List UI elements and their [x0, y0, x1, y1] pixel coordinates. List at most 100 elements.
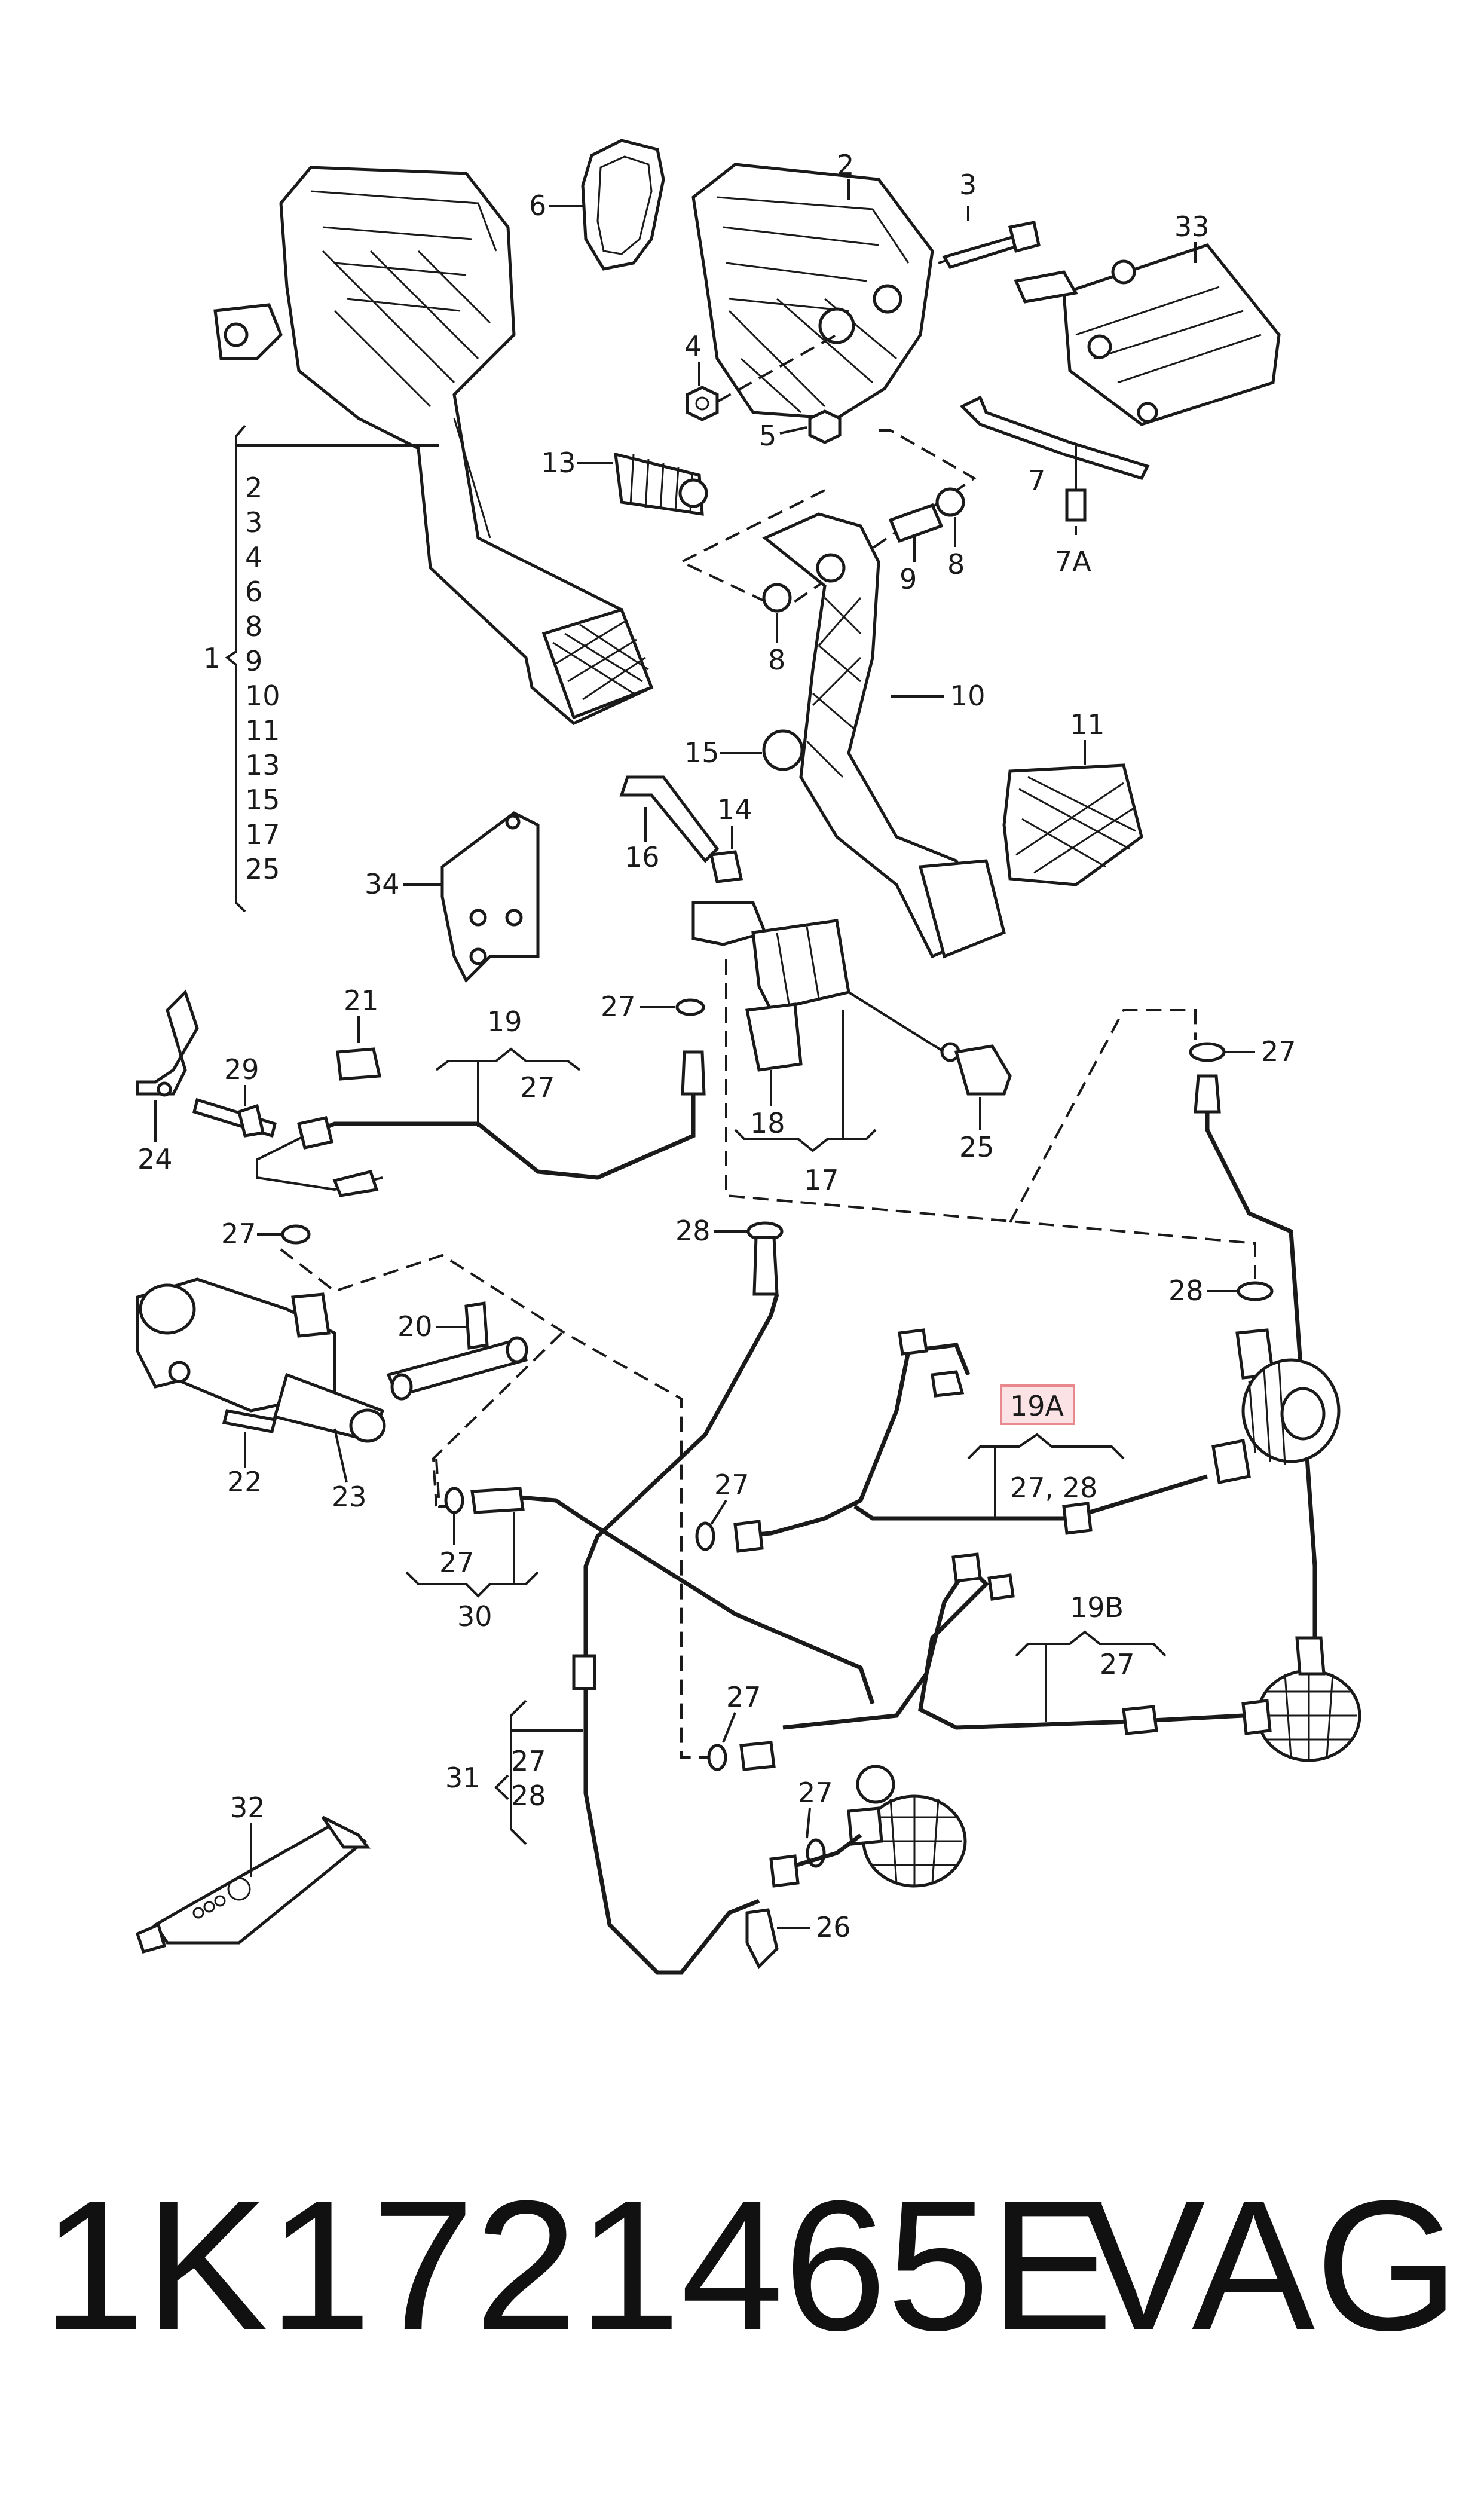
label-26: 26 [816, 1911, 851, 1943]
pedal-pad-11 [1002, 763, 1143, 886]
group-1-item: 17 [245, 818, 280, 851]
label-11: 11 [1070, 708, 1105, 741]
label-8-upper: 8 [947, 548, 965, 580]
bracket-33 [1014, 243, 1281, 426]
nut-4 [686, 386, 719, 421]
bushing-8-upper [935, 487, 965, 517]
bolt-22 [222, 1409, 277, 1433]
label-27-g: 27 [798, 1777, 833, 1809]
label-16: 16 [625, 841, 660, 873]
sensor-18 [745, 1002, 803, 1072]
label-31: 31 [445, 1762, 481, 1794]
label-7: 7 [1028, 464, 1045, 497]
clutch-pedal-assembly [213, 166, 654, 725]
clip-21 [336, 1047, 382, 1081]
group-1-item: 2 [245, 472, 262, 504]
part-number: 1K1721465E [42, 2162, 1113, 2369]
label-27-b: 27 [221, 1218, 256, 1250]
footer: 1K1721465E VAG [0, 2140, 1484, 2391]
nut-5 [808, 409, 842, 444]
seal-27-c [1189, 1042, 1226, 1062]
label-27-f: 27 [726, 1681, 761, 1713]
label-15: 15 [684, 736, 720, 769]
label-10: 10 [950, 680, 986, 712]
group-1-item: 25 [245, 853, 280, 885]
group-1-item: 13 [245, 749, 280, 781]
bushing-9 [888, 503, 944, 543]
bolt-7a [1065, 488, 1087, 522]
label-28-a: 28 [675, 1215, 711, 1247]
label-2: 2 [837, 149, 854, 181]
group-1-item: 3 [245, 506, 262, 539]
label-19b: 19B [1070, 1591, 1124, 1624]
seal-28-b [1237, 1281, 1274, 1301]
clip-7 [959, 395, 1150, 481]
release-bearing [847, 1765, 967, 1888]
label-27-c: 27 [1261, 1035, 1296, 1068]
group-1-item: 10 [245, 680, 280, 712]
brand-name: VAG [1082, 2162, 1459, 2369]
grease-tube-32 [135, 1815, 371, 1954]
label-4: 4 [684, 330, 702, 362]
group-1-item: 8 [245, 610, 262, 643]
label-8-lower: 8 [768, 644, 785, 676]
label-1: 1 [203, 642, 221, 674]
gasket-6 [581, 139, 665, 271]
label-19a-sub: 27, 28 [1010, 1472, 1097, 1504]
label-20: 20 [397, 1310, 433, 1343]
stop-15 [762, 729, 804, 771]
clip-26 [745, 1908, 779, 1970]
label-7a: 7A [1055, 545, 1091, 577]
label-21: 21 [344, 985, 379, 1017]
spring-13 [614, 452, 708, 516]
connector-20 [386, 1301, 528, 1401]
label-6: 6 [529, 189, 546, 222]
label-17: 17 [804, 1164, 839, 1196]
label-25: 25 [959, 1131, 995, 1163]
group-1-item: 4 [245, 541, 262, 573]
label-33: 33 [1174, 210, 1210, 243]
concentric-slave-cylinder [1241, 1636, 1361, 1762]
label-27-a: 27 [601, 990, 636, 1023]
seal-27-b [281, 1224, 311, 1245]
label-14: 14 [717, 793, 752, 826]
label-22: 22 [227, 1466, 262, 1498]
clutch-master-cylinder-23 [136, 1277, 386, 1443]
clip-14 [709, 850, 743, 883]
group-1-item: 6 [245, 576, 262, 608]
bracket-24 [136, 989, 199, 1096]
label-30: 30 [457, 1600, 492, 1633]
group-1-item: 15 [245, 784, 280, 816]
clip-25 [954, 1044, 1012, 1096]
label-24: 24 [137, 1143, 173, 1175]
label-19: 19 [487, 1005, 522, 1038]
seal-27-a [675, 998, 705, 1016]
group-1-item: 11 [245, 714, 280, 747]
seal-27-d [695, 1521, 715, 1551]
bracket-34 [440, 811, 540, 983]
label-5: 5 [759, 420, 776, 452]
label-19-sub: 27 [520, 1071, 555, 1103]
bushing-8-lower [762, 583, 792, 613]
hose-16 [619, 775, 720, 863]
label-13: 13 [541, 447, 576, 479]
group-1-item: 9 [245, 645, 262, 677]
label-3: 3 [959, 169, 977, 201]
label-18: 18 [750, 1107, 785, 1139]
master-cylinder-17 [691, 901, 960, 1062]
brake-pedal-assembly [691, 163, 934, 420]
label-31-b: 28 [511, 1780, 546, 1812]
label-34: 34 [365, 868, 400, 900]
label-19a: 19A [1010, 1390, 1064, 1422]
label-27-d: 27 [714, 1469, 749, 1501]
clutch-pedal-10 [762, 512, 1006, 959]
slave-cylinder [1211, 1328, 1341, 1484]
label-28-b: 28 [1168, 1274, 1204, 1307]
label-31-a: 27 [511, 1745, 546, 1777]
highlight-19a-box [1000, 1384, 1075, 1425]
label-9: 9 [899, 563, 917, 595]
